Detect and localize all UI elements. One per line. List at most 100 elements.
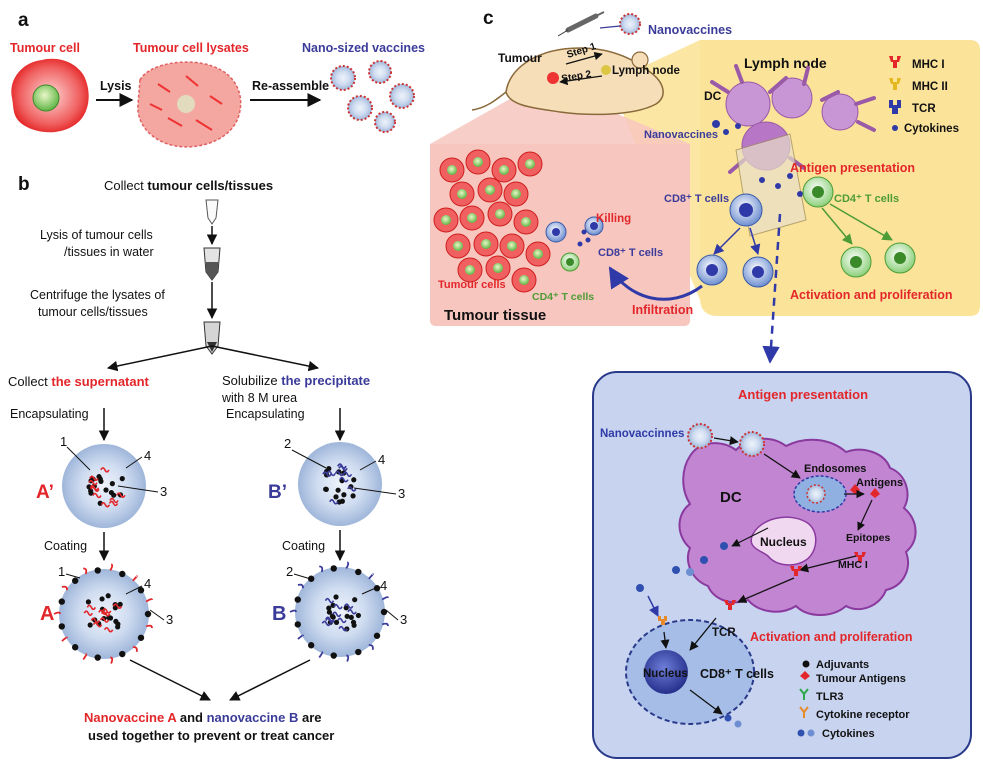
antigen-strand: [326, 470, 336, 477]
shell-adjuvant-dot: [307, 642, 315, 649]
detail-arrow-epitope: [857, 499, 873, 531]
label-tumour: Tumour: [498, 51, 542, 65]
adjuvant-dot: [351, 477, 357, 483]
label-a-prime: A’: [36, 482, 54, 503]
label-reassemble: Re-assemble: [252, 79, 329, 93]
nanovaccine-pointer: [599, 25, 621, 29]
shell-adjuvant-dot: [94, 567, 101, 574]
label-nanovaccines-ln: Nanovaccines: [644, 129, 718, 141]
antigen-strand: [338, 625, 348, 632]
ln-cd4-nucleus: [812, 186, 824, 198]
antigen-strand: [343, 603, 354, 609]
label-a-4: 4: [144, 576, 151, 591]
test-tube-3: [203, 321, 221, 355]
mouse-body: [505, 47, 664, 116]
label-lymph-node: Lymph node: [744, 55, 827, 71]
shell-antigen-strand: [109, 563, 114, 571]
antigen-strand: [347, 609, 357, 615]
ln-legend: MHC I MHC II TCR Cytokines: [889, 56, 959, 135]
detail-arrow-to-tcell: [737, 577, 795, 603]
syringe-needle: [557, 29, 569, 37]
shell-adjuvant-dot: [144, 610, 152, 618]
tumour-cell-nucleus: [32, 84, 60, 112]
antigen-strand: [321, 620, 332, 627]
mouse-tumour-site: [547, 72, 559, 84]
adjuvant-dot: [85, 599, 92, 605]
lysate-nucleus-fragment: [177, 95, 195, 113]
arrow-infiltration: [608, 266, 703, 301]
ln-cd8-nucleus: [739, 203, 753, 217]
adjuvant-dot: [87, 622, 93, 628]
antigen-strand: [347, 486, 357, 492]
leader-b-prime-3: [353, 487, 397, 495]
adjuvant-dot: [111, 492, 117, 498]
shell-adjuvant-dot: [355, 648, 362, 656]
tissue-immune-cells: [545, 216, 604, 272]
tumour-tissue-cell: [503, 181, 529, 207]
shell-antigen-strand: [83, 567, 88, 575]
tube-2-lysate: [206, 262, 218, 280]
mhc1-icon: [889, 56, 901, 68]
detail-label-antigen-presentation: Antigen presentation: [738, 387, 868, 402]
step-lysis-line1: Lysis of tumour cells: [40, 228, 153, 242]
mouse-ear: [631, 51, 649, 69]
detail-label-activation-proliferation: Activation and proliferation: [750, 630, 913, 644]
arrow-step1: [565, 51, 603, 65]
nanoparticle-b: [289, 561, 389, 662]
detail-panel: Antigen presentation Nanovaccinnes DC Nu…: [592, 371, 972, 759]
shell-antigen-strand: [145, 598, 153, 603]
arrow-split-left: [106, 345, 213, 372]
tumour-tissue-cell: [459, 205, 485, 231]
tumour-tissue-cells: [433, 149, 551, 293]
label-a: A: [40, 603, 54, 625]
adjuvant-dot: [343, 605, 349, 611]
antigen-strand: [89, 485, 100, 491]
label-lymph-node-small: Lymph node: [612, 65, 680, 77]
label-nanovaccines-top: Nanovaccines: [648, 23, 732, 37]
proliferated-cd4-cells: [840, 242, 916, 278]
cytokine-icon: [892, 125, 898, 131]
antigen-strand: [98, 609, 108, 616]
step-collect: Collect tumour cells/tissues: [104, 178, 273, 193]
arrow-split-right: [211, 345, 320, 372]
adjuvant-dot: [333, 619, 340, 625]
shell-adjuvant-dot: [330, 565, 337, 572]
legend-tumour-antigens: Tumour Antigens: [816, 673, 906, 685]
detail-label-antigens: Antigens: [856, 477, 903, 489]
detail-arrow-receptor-signal: [660, 631, 670, 649]
step-lysis-line2: /tissues in water: [64, 245, 154, 259]
label-tumour-cells: Tumour cells: [438, 279, 506, 291]
nano-vaccine-particles: [330, 60, 415, 133]
tumour-tissue-cell: [517, 151, 543, 177]
shell-adjuvant-dot: [94, 654, 101, 661]
shell-antigen-strand: [132, 646, 138, 652]
adjuvant-dot: [103, 487, 109, 493]
shell-antigen-strand: [53, 611, 61, 615]
shell-antigen-strand: [297, 583, 304, 589]
antigen-strand: [109, 497, 119, 504]
detail-label-mhc1: MHC I: [838, 559, 868, 571]
tlr3-icon: [799, 688, 809, 700]
tube-3-precipitate: [207, 342, 217, 352]
antigen-strand: [337, 463, 347, 469]
label-tumour-tissue: Tumour tissue: [444, 307, 546, 324]
shell-antigen-strand: [381, 622, 389, 627]
panel-b: b Collect tumour cells/tissues Lysis of …: [8, 174, 407, 743]
label-tumour-cell-lysates: Tumour cell lysates: [133, 41, 249, 55]
antigen-strand: [88, 479, 98, 486]
label-b-prime-4: 4: [378, 452, 385, 467]
label-a-prime-3: 3: [160, 484, 167, 499]
conclusion-line1: Nanovaccine A and nanovaccine B are: [84, 710, 322, 725]
label-nano-sized-vaccines: Nano-sized vaccines: [302, 41, 425, 55]
nanoparticle-a: [53, 563, 153, 664]
cytokine-receptor-icon: [799, 706, 809, 718]
shell-antigen-strand: [297, 634, 304, 640]
label-infiltration: Infiltration: [632, 303, 693, 317]
legend-detail-cytokines: Cytokines: [822, 728, 875, 740]
adjuvant-icon: [802, 660, 810, 668]
shell-adjuvant-dot: [119, 570, 126, 578]
label-b-prime-3: 3: [398, 486, 405, 501]
test-tube-1: [205, 199, 219, 225]
detail-cytokines: [636, 542, 728, 592]
